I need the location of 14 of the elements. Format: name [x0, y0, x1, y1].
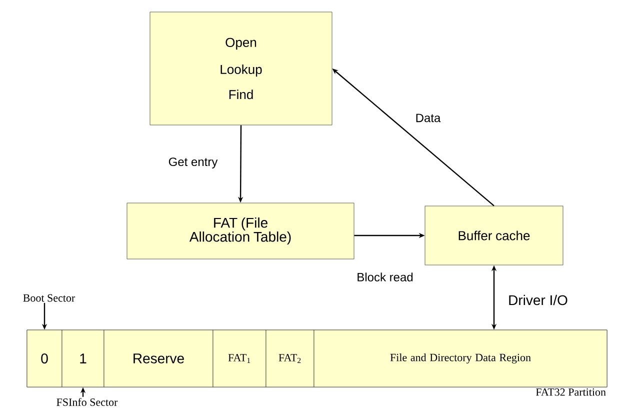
edge-label: Data — [414, 112, 442, 124]
edge-label: Block read — [356, 272, 414, 282]
sector-label: FSInfo Sector — [56, 398, 118, 406]
partition-caption: FAT32 Partition — [536, 388, 606, 396]
process-box: FAT (File Allocation Table) — [126, 202, 354, 260]
partition-cell: FAT$_{1}$ — [212, 330, 266, 388]
partition-cell: FAT$_{2}$ — [266, 330, 314, 388]
process-box: Buffer cache — [424, 206, 564, 266]
edge-label: Driver I/O — [507, 294, 569, 306]
partition-cell: 1 — [62, 330, 104, 388]
edge-label: Get entry — [167, 156, 219, 170]
partition-cell: 0 — [26, 330, 62, 388]
process-box: Open Lookup Find — [150, 12, 332, 126]
sector-label: Boot Sector — [23, 294, 76, 302]
